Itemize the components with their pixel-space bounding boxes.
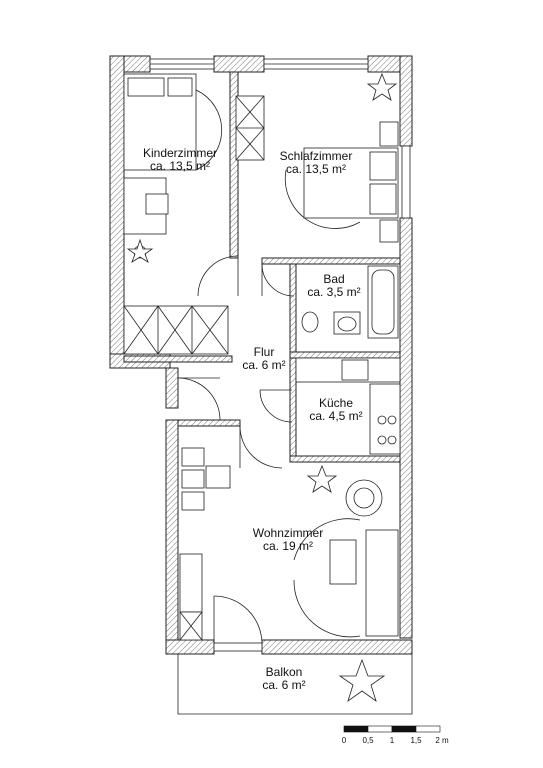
interior-walls: [123, 71, 401, 463]
room-name: Wohnzimmer: [252, 526, 324, 540]
room-label-schlafzimmer: Schlafzimmer ca. 13,5 m²: [280, 150, 353, 176]
room-area: ca. 3,5 m²: [307, 285, 361, 299]
room-name: Schlafzimmer: [279, 149, 353, 163]
furniture: [123, 73, 401, 638]
plant-icons: [126, 72, 398, 703]
room-area: ca. 13,5 m²: [149, 159, 211, 173]
scale-label: 1,5: [410, 736, 422, 745]
room-area: ca. 13,5 m²: [285, 162, 347, 176]
room-area: ca. 6 m²: [242, 358, 286, 372]
room-label-bad: Bad ca. 3,5 m²: [307, 273, 360, 299]
closets: [123, 95, 265, 641]
room-name: Flur: [253, 345, 275, 359]
room-label-balkon: Balkon ca. 6 m²: [262, 666, 305, 692]
room-area: ca. 19 m²: [262, 539, 313, 553]
scale-bar: [343, 725, 441, 733]
outer-walls: [109, 55, 413, 655]
room-label-wohnzimmer: Wohnzimmer ca. 19 m²: [253, 527, 323, 553]
room-area: ca. 4,5 m²: [309, 409, 363, 423]
room-name: Kinderzimmer: [142, 146, 218, 160]
room-label-flur: Flur ca. 6 m²: [242, 346, 285, 372]
room-area: ca. 6 m²: [262, 678, 306, 692]
room-name: Balkon: [265, 665, 303, 679]
room-name: Küche: [318, 396, 354, 410]
room-label-kueche: Küche ca. 4,5 m²: [309, 397, 362, 423]
scale-label: 1: [389, 736, 395, 745]
room-name: Bad: [323, 272, 345, 286]
room-label-kinderzimmer: Kinderzimmer ca. 13,5 m²: [143, 147, 217, 173]
balcony: [177, 654, 413, 715]
scale-label: 0,5: [362, 736, 374, 745]
scale-label: 0: [341, 736, 347, 745]
doors: [177, 255, 295, 645]
scale-label: 2 m: [435, 736, 449, 745]
